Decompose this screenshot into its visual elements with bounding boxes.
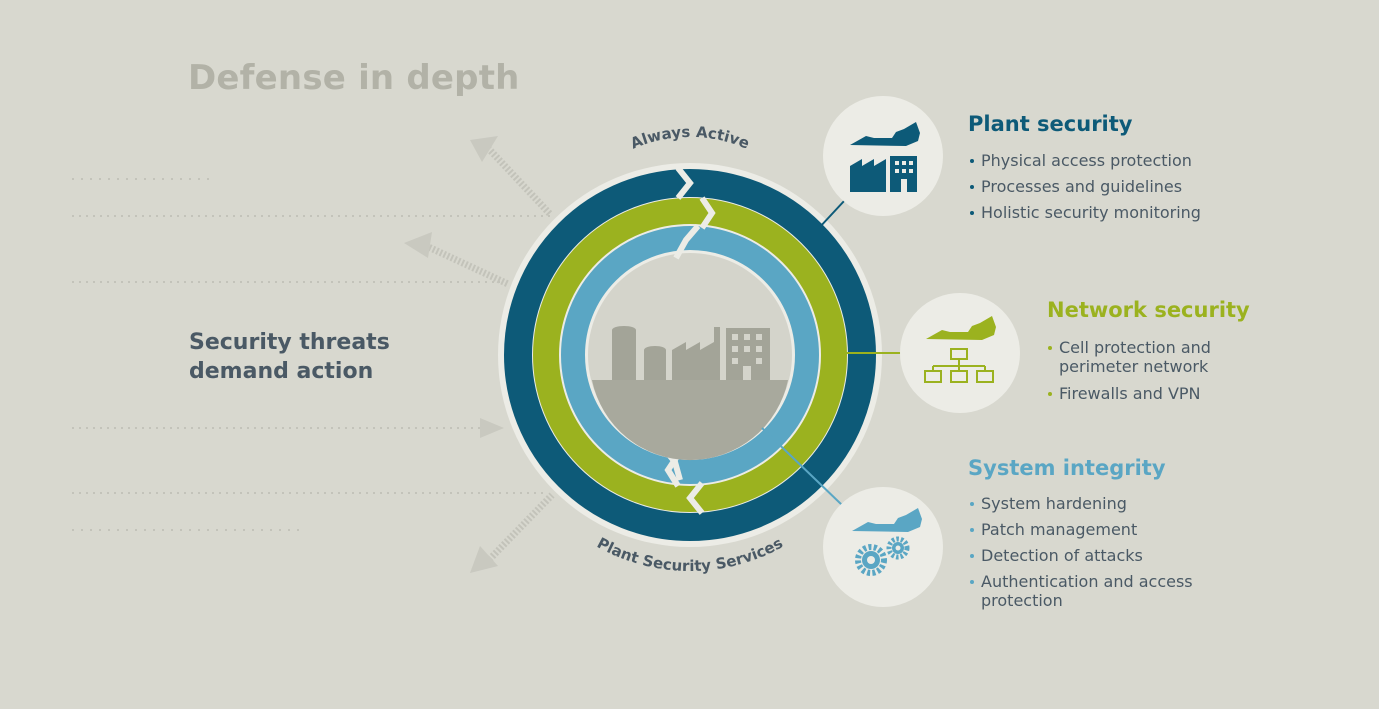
network-security-icon (900, 293, 1020, 413)
list-item: Firewalls and VPN (1047, 384, 1211, 403)
arrow-heads (404, 136, 504, 573)
threat-lines (72, 178, 550, 531)
svg-text:Always Active: Always Active (628, 123, 752, 153)
hand-icon (852, 508, 922, 532)
hand-icon (850, 122, 920, 146)
threat-arrow (420, 240, 510, 288)
arrow-head (470, 136, 498, 162)
threats-line-2: demand action (189, 359, 374, 384)
threat-arrow (485, 145, 553, 217)
list-item: Holistic security monitoring (969, 203, 1201, 222)
list-item: Cell protection and perimeter network (1047, 338, 1211, 376)
list-item-line: Cell protection and (1059, 338, 1211, 357)
plant-connector (804, 199, 846, 244)
hand-icon (926, 316, 996, 340)
system-connector (761, 427, 843, 506)
plant-security-list: Physical access protection Processes and… (969, 151, 1201, 229)
arrow-head (480, 418, 504, 438)
threat-arrows (420, 145, 555, 568)
list-item-line: perimeter network (1059, 357, 1209, 376)
system-integrity-list: System hardening Patch management Detect… (969, 494, 1193, 617)
always-active-label: Always Active (628, 123, 752, 153)
network-security-title: Network security (1047, 298, 1250, 322)
list-item: Processes and guidelines (969, 177, 1201, 196)
network-diagram-icon (924, 348, 994, 383)
list-item-line: protection (981, 591, 1063, 610)
list-item: Detection of attacks (969, 546, 1193, 565)
arrow-head (404, 232, 432, 258)
gears-icon (855, 536, 910, 576)
list-item-line: Authentication and access (981, 572, 1193, 591)
plant-security-icon (823, 96, 943, 216)
plant-security-title: Plant security (968, 112, 1133, 136)
threat-arrow (481, 492, 555, 568)
arrow-head (470, 546, 498, 573)
threats-line-1: Security threats (189, 330, 390, 355)
list-item: System hardening (969, 494, 1193, 513)
page-title: Defense in depth (188, 58, 520, 98)
network-security-list: Cell protection and perimeter network Fi… (1047, 338, 1211, 411)
system-integrity-icon (823, 487, 943, 607)
list-item: Patch management (969, 520, 1193, 539)
list-item: Authentication and access protection (969, 572, 1193, 610)
threats-caption: Security threats demand action (189, 328, 390, 386)
system-integrity-title: System integrity (968, 456, 1166, 480)
list-item: Physical access protection (969, 151, 1201, 170)
plant-illustration-icon (592, 326, 788, 461)
